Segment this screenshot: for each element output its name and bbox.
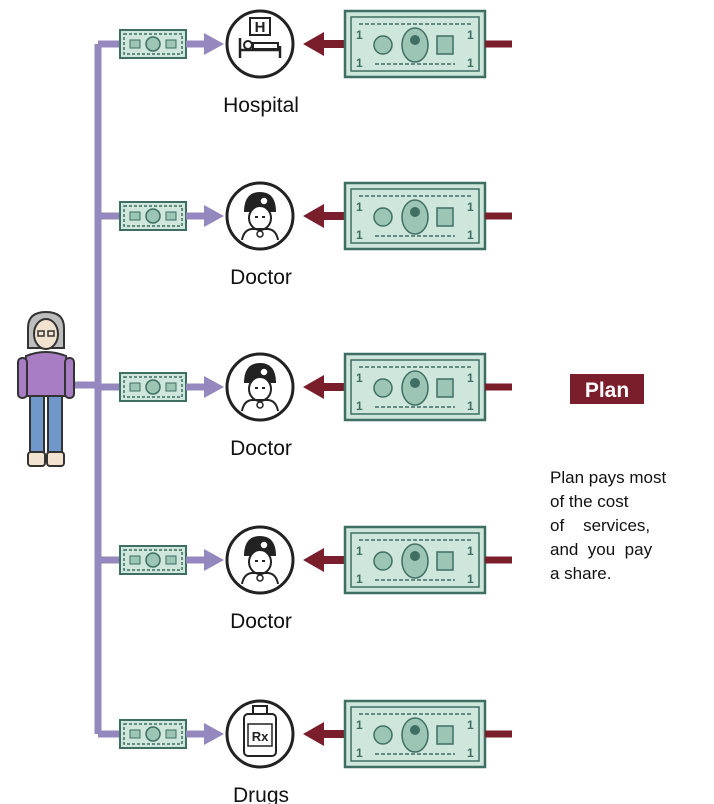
dollar-bill-small-icon [119, 372, 187, 402]
doctor-icon [225, 525, 295, 595]
arrow-right-icon [204, 723, 224, 745]
arrow-right-icon [204, 33, 224, 55]
arrow-left-icon [303, 548, 324, 572]
dollar-bill-small-icon [119, 201, 187, 231]
svg-text:H: H [255, 19, 266, 36]
prescription-bottle-icon: Rx [225, 699, 295, 769]
dollar-bill-large-icon [343, 181, 487, 251]
dollar-bill-large-icon [343, 699, 487, 769]
dollar-bill-small-icon [119, 545, 187, 575]
provider-label: Hospital [223, 94, 299, 117]
dollar-bill-large-icon [343, 352, 487, 422]
arrow-right-icon [204, 376, 224, 398]
plan-description-line: of the cost [550, 492, 629, 511]
plan-description-line: a share. [550, 564, 612, 583]
dollar-bill-large-icon [343, 9, 487, 79]
arrow-right-icon [204, 205, 224, 227]
dollar-bill-large-icon [343, 525, 487, 595]
svg-text:Rx: Rx [252, 729, 269, 744]
plan-badge: Plan [570, 374, 644, 404]
provider-label: Doctor [230, 266, 292, 289]
doctor-icon [225, 352, 295, 422]
arrow-left-icon [303, 375, 324, 399]
provider-row: H Hospital [98, 9, 512, 117]
provider-row: Doctor [98, 525, 512, 633]
provider-label: Doctor [230, 437, 292, 460]
plan-description: Plan pays most of the cost of services, … [550, 466, 710, 586]
plan-description-line: Plan pays most [550, 468, 667, 487]
dollar-bill-small-icon [119, 719, 187, 749]
plan-description-line: of services, [550, 516, 651, 535]
provider-row: Doctor [98, 352, 512, 460]
plan-badge-label: Plan [585, 379, 629, 402]
plan-description-line: and you pay [550, 540, 653, 559]
provider-label: Drugs [233, 784, 289, 804]
arrow-left-icon [303, 204, 324, 228]
arrow-right-icon [204, 549, 224, 571]
doctor-icon [225, 181, 295, 251]
provider-label: Doctor [230, 610, 292, 633]
hospital-bed-icon: H [225, 9, 295, 79]
elderly-woman-icon [17, 310, 75, 467]
dollar-bill-small-icon [119, 29, 187, 59]
arrow-left-icon [303, 32, 324, 56]
provider-row: Doctor [98, 181, 512, 289]
arrow-left-icon [303, 722, 324, 746]
